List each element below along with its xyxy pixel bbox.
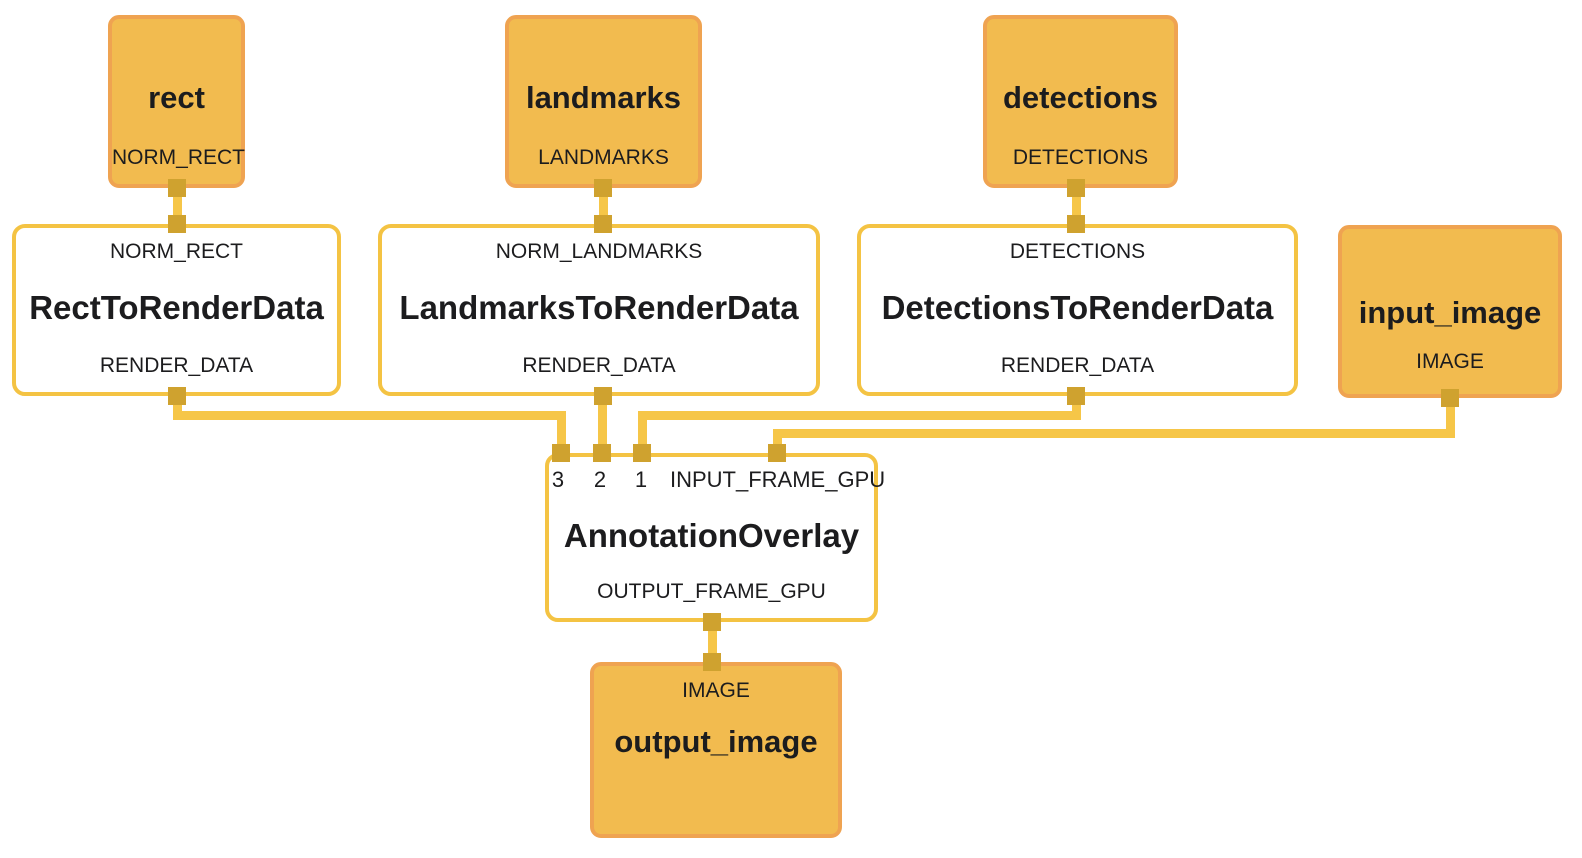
input-stream-tag: 1: [634, 467, 648, 492]
port-landmarkstorenderdata-in: [594, 215, 612, 233]
edge-landmarks-to-landmarkstorenderdata: [599, 188, 608, 224]
node-title: AnnotationOverlay: [563, 516, 860, 554]
edge-detections-to-detectionstorenderdata: [1072, 188, 1081, 224]
edge-inputimage-to-overlay-v2: [773, 429, 782, 453]
edge-renderdata-to-overlay-3-h: [173, 411, 566, 420]
port-rect-out: [168, 179, 186, 197]
node-detections-to-render-data[interactable]: DETECTIONS DetectionsToRenderData RENDER…: [857, 224, 1298, 396]
port-outputimage-in: [703, 653, 721, 671]
port-recttorenderdata-out: [168, 387, 186, 405]
input-stream-tag: INPUT_FRAME_GPU: [670, 467, 886, 492]
port-overlay-in-frame: [768, 444, 786, 462]
port-landmarks-out: [594, 179, 612, 197]
port-landmarkstorenderdata-out: [594, 387, 612, 405]
port-detectionstorenderdata-out: [1067, 387, 1085, 405]
port-recttorenderdata-in: [168, 215, 186, 233]
edge-renderdata-to-overlay-3-v1: [173, 396, 182, 420]
port-overlay-in-2: [593, 444, 611, 462]
node-landmarks-to-render-data[interactable]: NORM_LANDMARKS LandmarksToRenderData REN…: [378, 224, 820, 396]
node-title: landmarks: [525, 80, 682, 116]
node-rect[interactable]: rect NORM_RECT: [108, 15, 245, 188]
input-stream-tag: IMAGE: [682, 679, 750, 702]
node-landmarks[interactable]: landmarks LANDMARKS: [505, 15, 702, 188]
output-stream-tag: LANDMARKS: [538, 146, 669, 169]
port-overlay-out: [703, 613, 721, 631]
input-stream-tag: 3: [551, 467, 565, 492]
edge-renderdata-to-overlay-2: [598, 396, 607, 453]
input-stream-tag: 2: [593, 467, 607, 492]
node-title: DetectionsToRenderData: [881, 289, 1274, 327]
edge-renderdata-to-overlay-1-v1: [1072, 396, 1081, 420]
node-annotation-overlay[interactable]: 3 2 1 INPUT_FRAME_GPU AnnotationOverlay …: [545, 453, 886, 622]
output-stream-tag: RENDER_DATA: [522, 354, 676, 377]
input-stream-tag: NORM_RECT: [109, 240, 243, 263]
edge-overlay-to-outputimage: [708, 622, 717, 662]
node-title: RectToRenderData: [29, 289, 324, 327]
output-stream-tag: DETECTIONS: [1012, 146, 1149, 169]
input-stream-tag: DETECTIONS: [1009, 240, 1146, 263]
edge-inputimage-to-overlay-v1: [1446, 398, 1455, 438]
edge-renderdata-to-overlay-1-v2: [638, 411, 647, 453]
node-rect-to-render-data[interactable]: NORM_RECT RectToRenderData RENDER_DATA: [12, 224, 341, 396]
output-stream-tag: RENDER_DATA: [1000, 354, 1155, 377]
node-output-image[interactable]: IMAGE output_image: [590, 662, 842, 838]
port-detectionstorenderdata-in: [1067, 215, 1085, 233]
node-title: rect: [148, 80, 205, 116]
port-overlay-in-3: [552, 444, 570, 462]
node-title: input_image: [1358, 295, 1542, 331]
edge-inputimage-to-overlay-h: [773, 429, 1455, 438]
edge-rect-to-recttorenderdata: [173, 188, 182, 224]
node-title: detections: [1002, 80, 1159, 116]
input-stream-tag: NORM_LANDMARKS: [495, 240, 703, 263]
node-input-image[interactable]: input_image IMAGE: [1338, 225, 1562, 398]
output-stream-tag: NORM_RECT: [112, 146, 246, 169]
port-overlay-in-1: [633, 444, 651, 462]
port-inputimage-out: [1441, 389, 1459, 407]
node-title: output_image: [614, 723, 818, 759]
output-stream-tag: IMAGE: [1416, 350, 1484, 373]
port-detections-out: [1067, 179, 1085, 197]
edge-renderdata-to-overlay-3-v2: [557, 411, 566, 453]
output-stream-tag: OUTPUT_FRAME_GPU: [597, 580, 826, 603]
edge-renderdata-to-overlay-1-h: [638, 411, 1081, 420]
node-title: LandmarksToRenderData: [399, 289, 799, 327]
output-stream-tag: RENDER_DATA: [99, 354, 254, 377]
node-detections[interactable]: detections DETECTIONS: [983, 15, 1178, 188]
